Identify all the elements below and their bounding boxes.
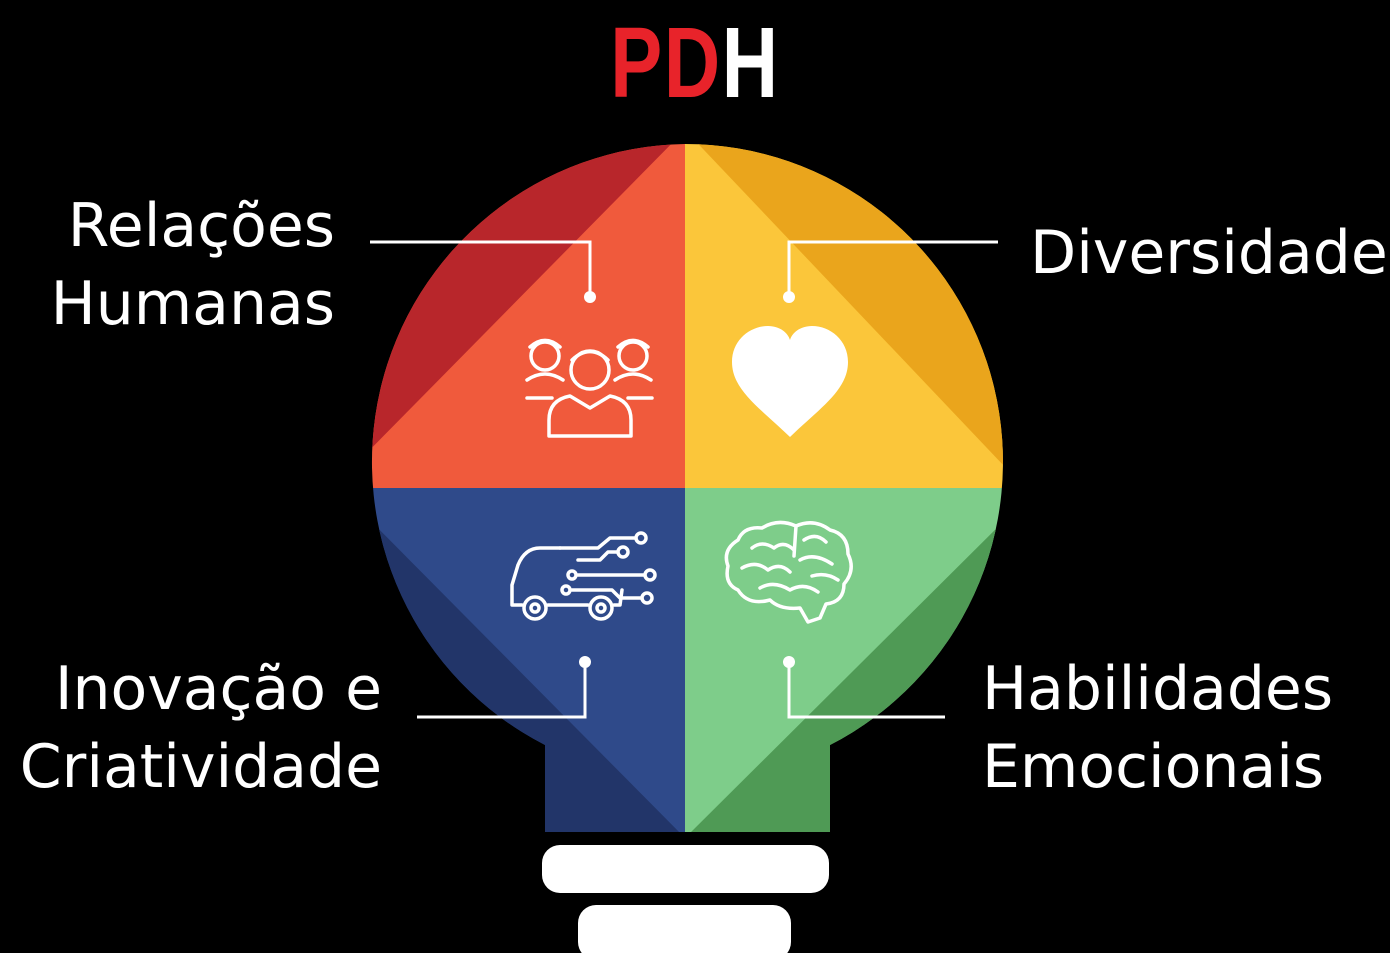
quadrant-relacoes — [371, 144, 685, 488]
connector-dot-relacoes — [584, 291, 596, 303]
label-habilidades-line1: Habilidades — [982, 654, 1334, 724]
label-habilidades-emocionais: Habilidades Emocionais — [982, 650, 1382, 806]
brain-icon — [724, 520, 853, 624]
label-relacoes-line1: Relações — [67, 191, 335, 261]
connector-dots — [579, 291, 795, 668]
circuit-car-icon — [510, 531, 657, 621]
connector-dot-diversidade — [783, 291, 795, 303]
page-title: PDH — [153, 8, 1237, 118]
label-inovacao-criatividade: Inovação e Criatividade — [10, 650, 382, 806]
heart-icon — [732, 326, 848, 437]
label-inovacao-line2: Criatividade — [19, 732, 382, 802]
title-part-red: PD — [610, 7, 722, 119]
label-habilidades-line2: Emocionais — [982, 732, 1325, 802]
label-diversidade: Diversidade — [1030, 214, 1388, 292]
people-group-icon — [525, 338, 654, 438]
connector-habilidades — [787, 662, 945, 719]
label-relacoes-line2: Humanas — [50, 269, 335, 339]
title-part-white: H — [721, 7, 780, 119]
bulb-base-upper — [542, 845, 829, 893]
bulb-body — [371, 144, 1003, 832]
connector-dot-inovacao — [579, 656, 591, 668]
label-relacoes-humanas: Relações Humanas — [20, 187, 335, 343]
label-diversidade-line1: Diversidade — [1030, 218, 1388, 288]
connector-dot-habilidades — [783, 656, 795, 668]
connector-inovacao — [417, 662, 587, 719]
connector-diversidade — [787, 240, 998, 297]
label-inovacao-line1: Inovação e — [54, 654, 382, 724]
connector-lines — [370, 240, 998, 719]
connector-relacoes — [370, 240, 592, 297]
bulb-base-lower — [578, 905, 791, 953]
